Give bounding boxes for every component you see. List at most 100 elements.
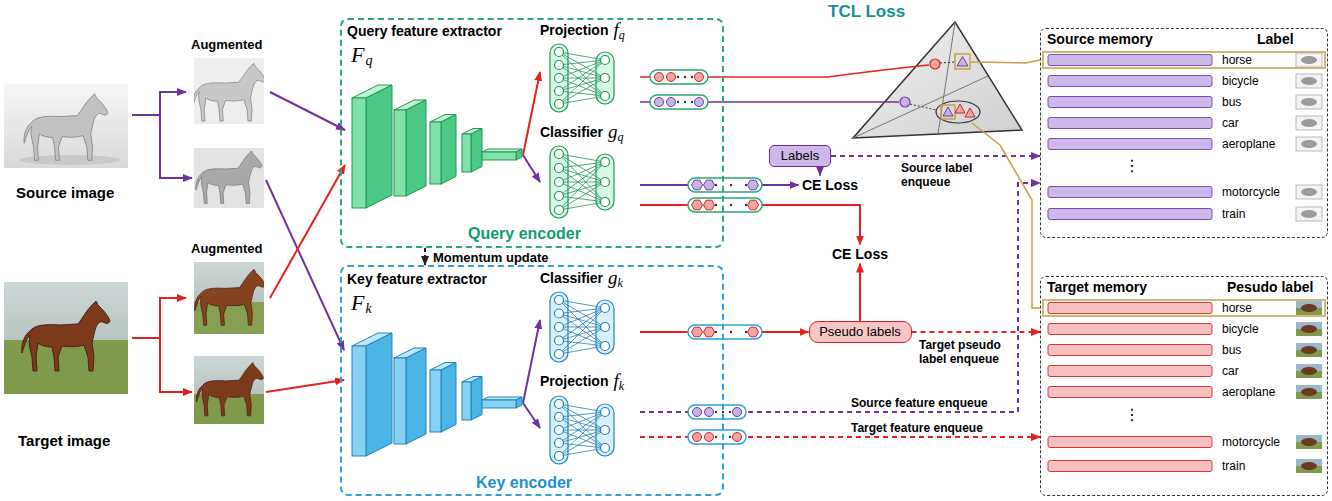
illustration-part [559,154,605,202]
illustration-part [691,101,693,103]
illustration-part [406,348,426,444]
illustration-part [1048,118,1212,129]
class-name: bicycle [1222,74,1259,88]
illustration-part [748,200,759,210]
edge-label: Target feature enqueue [850,421,984,435]
illustration-part [559,430,605,431]
illustration-part [693,408,702,417]
illustration-part [195,269,264,325]
illustration-part [853,22,1022,138]
augmented-source-photo [194,58,264,124]
source-image: Source image [2,82,132,202]
illustration-part [430,122,441,184]
illustration-part [601,158,610,167]
feature-vector [688,325,762,339]
key-classifier: Classifiergk [540,270,640,365]
illustration-part [559,404,605,448]
illustration-part [965,108,975,117]
query-projection-head: Projectionfq [540,22,640,117]
feature-vector [688,178,762,192]
class-name: horse [1222,301,1252,315]
illustration-part [559,91,605,96]
illustration-part [555,323,564,332]
class-name: car [1222,364,1239,378]
class-name: motorcycle [1222,185,1280,199]
node-label: TCL Loss [828,2,905,22]
class-name: motorcycle [1222,435,1280,449]
illustration-part [555,61,564,70]
node-label: k [619,380,624,394]
illustration-part [692,327,703,337]
memory-row [1048,53,1322,67]
conv-layer-slab [352,85,392,208]
illustration-part [194,356,264,424]
illustration-part [748,180,759,190]
illustration-part [650,70,708,84]
illustration-part [733,408,742,417]
illustration-part [695,98,704,107]
node-label: q [365,53,372,69]
key-encoder: Key encoderKey feature extractorFkClassi… [340,265,724,496]
loss-label: CE Loss [829,245,892,264]
illustration-part [559,327,605,346]
illustration-part [1301,56,1317,64]
target-image: Target image [2,282,132,452]
illustration-part [559,162,605,196]
memory-row [1048,95,1322,109]
neural-net-icon [550,292,614,362]
illustration-part [1301,98,1317,106]
illustration-part [828,101,899,103]
conv-layer-slab [482,397,522,408]
conv-layer-slab [462,377,482,421]
pseudo-labels-box: Pseudo labels [809,321,912,343]
illustration-part [1296,343,1322,357]
illustration-part [730,331,732,333]
illustration-part [1301,346,1317,354]
illustration-part [559,60,605,91]
memory-row [1048,364,1322,378]
illustration-part [1048,366,1212,377]
illustration-part [555,413,564,422]
illustration-part [559,168,605,202]
illustration-part [601,178,610,187]
memory-row [1048,301,1322,315]
source-copy-photo [194,148,264,208]
illustration-part [1048,76,1212,87]
connector-arrow [831,155,1040,157]
illustration-part [559,78,605,79]
illustration-part [745,204,747,206]
illustration-part [910,104,936,110]
illustration-part [559,78,605,91]
illustration-part [745,331,747,333]
class-name: aeroplane [1222,385,1275,399]
illustration-part [692,180,703,190]
generated-illustration [352,44,1322,473]
illustration-part [555,164,564,173]
class-name: bus [1222,95,1241,109]
illustration-part [22,301,110,371]
illustration-part [441,363,456,433]
connector-arrow [859,264,861,322]
conv-layer-slab [462,129,482,173]
illustration-part [705,433,714,442]
copy-arrow [266,180,344,350]
illustration-part [1301,438,1317,446]
illustration-part [601,342,610,351]
illustration-part [366,333,392,456]
illustration-part [601,408,610,417]
illustration-part [677,76,679,78]
query-feature-extractor: Query feature extractorFq [345,22,523,212]
illustration-part [1301,367,1317,375]
illustration-part [555,48,564,57]
illustration-part [471,129,482,173]
copy-arrow [160,338,192,392]
connector-arrow [523,72,540,155]
illustration-part [366,85,392,208]
key-feature-extractor: Key feature extractorFk [345,270,523,460]
connector-arrow [912,331,1041,333]
node-label: Source image [16,184,114,201]
node-label: CE Loss [802,177,858,193]
illustration-part [559,78,605,96]
highlight-row [1043,300,1325,316]
illustration-part [555,452,564,461]
